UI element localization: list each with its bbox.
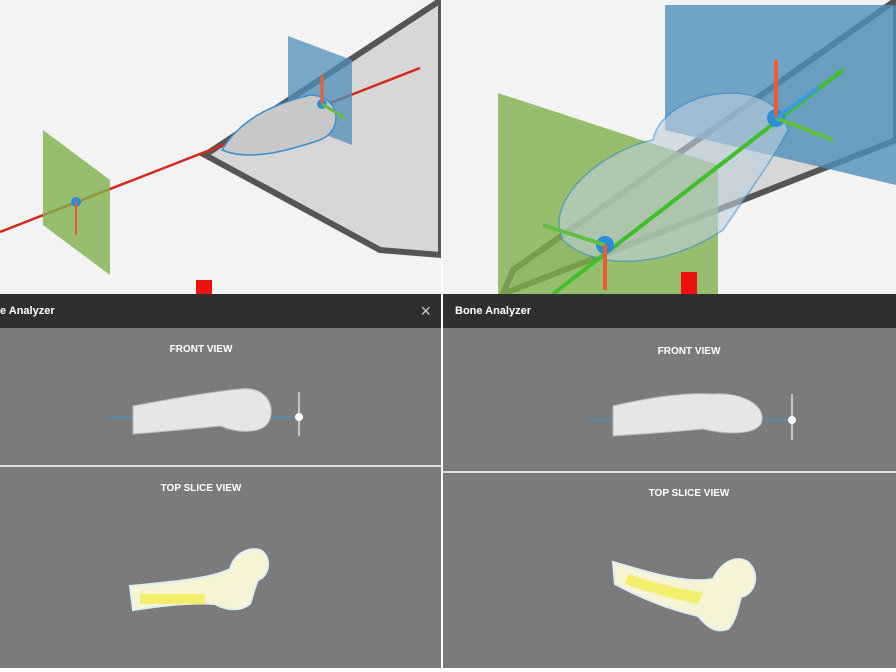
front-view-label: FRONT VIEW xyxy=(657,346,721,357)
right-scene-graphic xyxy=(498,0,896,294)
top-slice-graphic xyxy=(611,558,757,632)
panel-title: e Analyzer xyxy=(0,305,55,317)
top-slice-graphic xyxy=(128,548,269,612)
panel-title: Bone Analyzer xyxy=(455,305,532,317)
view-divider xyxy=(443,471,896,473)
slice-handle xyxy=(788,416,796,424)
bone-model xyxy=(558,92,789,263)
front-view-graphic xyxy=(588,393,796,440)
bone-analyzer-panel-left: e Analyzer × FRONT VIEW TOP SLICE VIEW xyxy=(0,294,441,668)
down-arrow-icon xyxy=(669,272,709,294)
front-view-graphic xyxy=(108,388,303,436)
down-arrow-icon xyxy=(184,280,224,294)
left-3d-viewport[interactable] xyxy=(0,0,441,294)
view-divider xyxy=(0,465,441,467)
front-view-label: FRONT VIEW xyxy=(169,344,233,355)
close-icon[interactable]: × xyxy=(420,301,431,321)
slice-handle xyxy=(295,413,303,421)
panel-header: Bone Analyzer xyxy=(443,294,896,328)
right-3d-viewport[interactable] xyxy=(443,0,896,294)
top-slice-view-label: TOP SLICE VIEW xyxy=(648,488,730,499)
top-slice-view-label: TOP SLICE VIEW xyxy=(160,483,242,494)
left-scene-graphic xyxy=(0,0,441,275)
panel-header: e Analyzer × xyxy=(0,294,441,328)
bone-analyzer-panel-right: Bone Analyzer FRONT VIEW TOP SLICE VIEW xyxy=(443,294,896,668)
green-axis-line xyxy=(551,68,845,294)
